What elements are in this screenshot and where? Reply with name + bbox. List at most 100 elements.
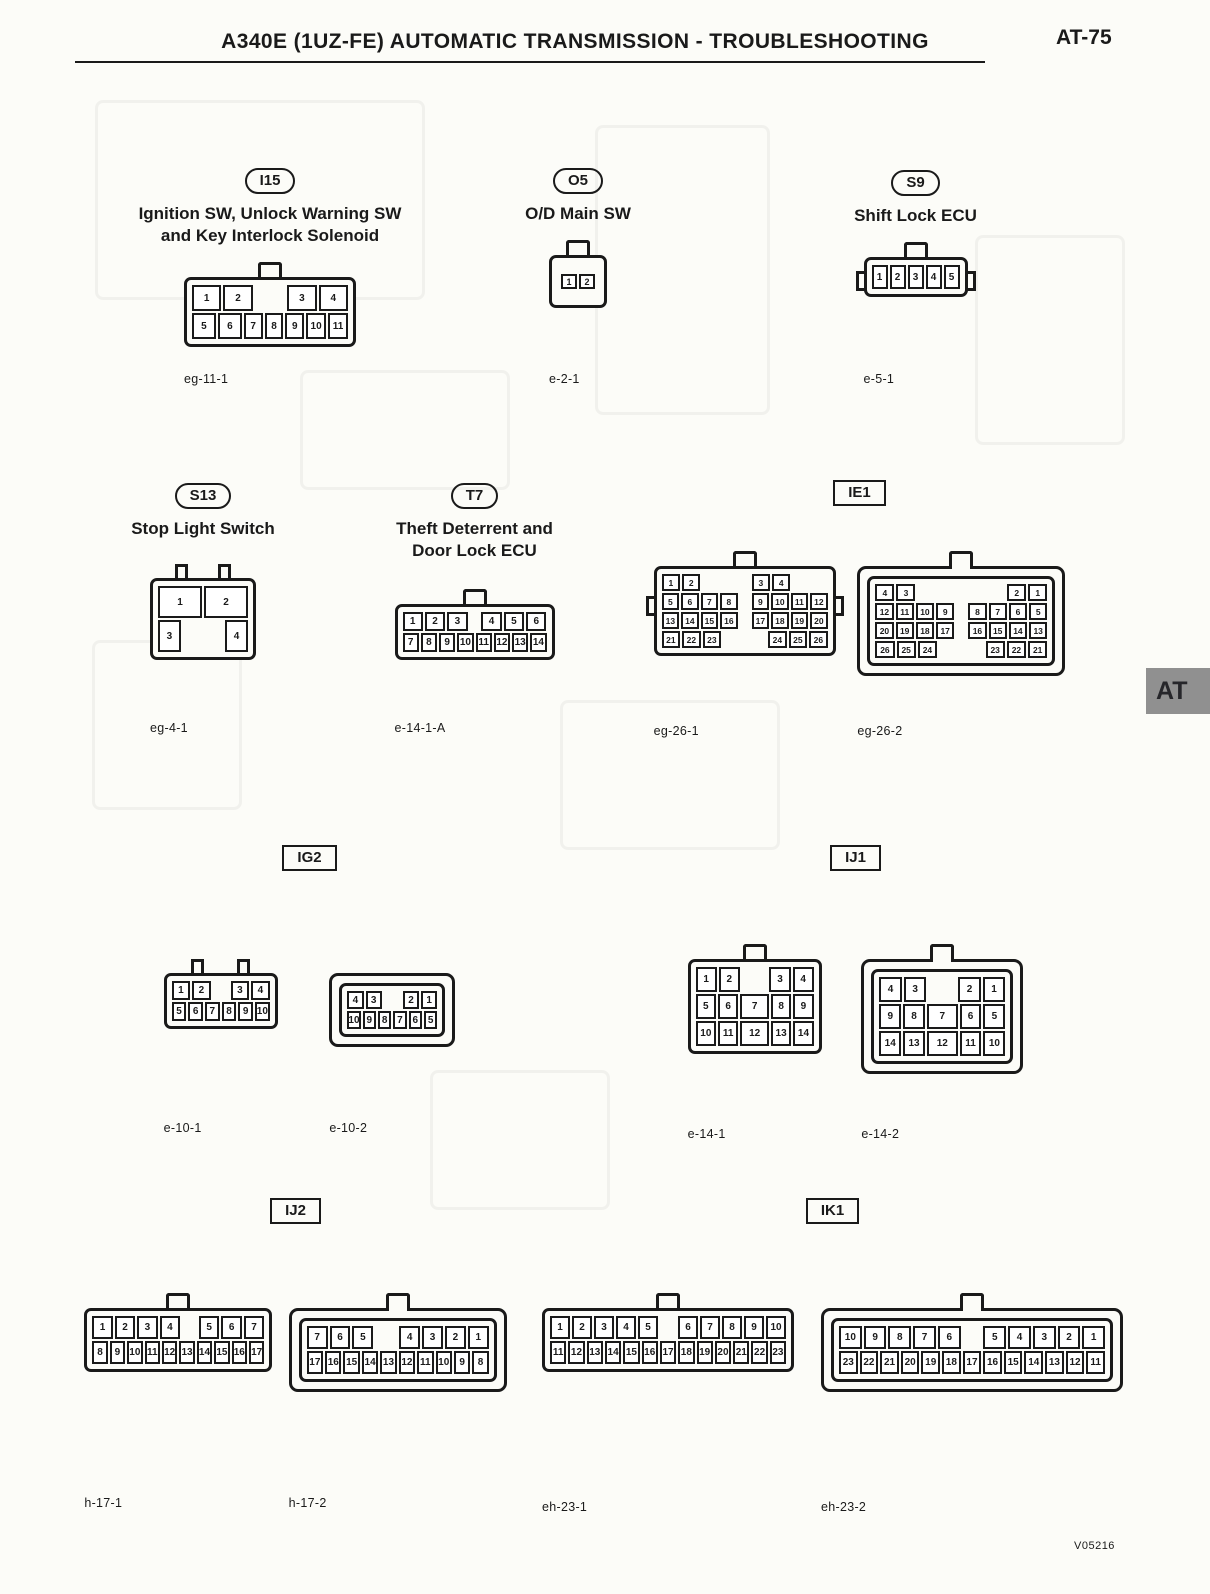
pin-7: 7: [913, 1326, 936, 1349]
connector-latch: [949, 551, 974, 569]
connector-title: Shift Lock ECU: [854, 205, 977, 227]
pin-8: 8: [770, 994, 792, 1019]
pin-gap: [928, 977, 956, 1002]
pin-6: 6: [937, 1326, 961, 1349]
pin-17: 17: [248, 1341, 265, 1364]
connector-latch: [656, 1293, 680, 1311]
connector-caption: e-14-2: [861, 1127, 900, 1141]
pin-2: 2: [572, 1316, 592, 1339]
pin-2: 2: [192, 981, 211, 1000]
pin-11: 11: [1086, 1351, 1105, 1374]
pin-gap: [384, 991, 401, 1009]
pin-8: 8: [377, 1011, 392, 1029]
pin-7: 7: [402, 633, 419, 653]
pin-15: 15: [623, 1341, 640, 1364]
connector-code-badge: S9: [891, 170, 940, 196]
pin-8: 8: [968, 603, 987, 620]
pin-gap: [375, 1326, 397, 1349]
pin-3: 3: [287, 285, 317, 312]
pin-gap: [723, 631, 738, 648]
pin-1: 1: [695, 967, 717, 992]
pin-4: 4: [772, 574, 791, 591]
pin-2: 2: [223, 285, 253, 312]
pin-8: 8: [888, 1326, 912, 1349]
pin-3: 3: [365, 991, 382, 1009]
pin-9: 9: [863, 1326, 887, 1349]
pin-1: 1: [421, 991, 438, 1009]
pin-11: 11: [718, 1021, 739, 1046]
connector-title: O/D Main SW: [525, 203, 631, 225]
pin-3: 3: [751, 574, 771, 591]
pin-18: 18: [678, 1341, 695, 1364]
pin-7: 7: [700, 593, 719, 610]
pin-1: 1: [982, 977, 1006, 1002]
pin-6: 6: [408, 1011, 422, 1029]
pin-5: 5: [983, 1326, 1007, 1349]
connector-prong: [175, 564, 189, 582]
pin-6: 6: [526, 612, 547, 632]
pin-15: 15: [214, 1341, 230, 1364]
pin-11: 11: [895, 603, 914, 620]
pin-10: 10: [435, 1351, 452, 1374]
pin-6: 6: [681, 593, 699, 610]
pin-11: 11: [550, 1341, 567, 1364]
pin-1: 1: [550, 1316, 570, 1339]
pin-12: 12: [568, 1341, 585, 1364]
pin-6: 6: [329, 1326, 351, 1349]
pin-26: 26: [809, 631, 828, 648]
pin-21: 21: [1028, 641, 1048, 658]
pin-2: 2: [1057, 1326, 1081, 1349]
pin-2: 2: [718, 967, 740, 992]
pin-2: 2: [402, 991, 420, 1009]
pin-4: 4: [875, 584, 895, 601]
connector-latch: [742, 944, 767, 962]
pin-15: 15: [1003, 1351, 1023, 1374]
pin-17: 17: [962, 1351, 982, 1374]
pin-22: 22: [1006, 641, 1027, 658]
pin-9: 9: [285, 313, 305, 340]
pin-9: 9: [879, 1004, 902, 1029]
pin-3: 3: [1032, 1326, 1056, 1349]
connector-latch: [566, 240, 590, 259]
pin-23: 23: [839, 1351, 858, 1374]
pin-12: 12: [810, 593, 828, 610]
pin-4: 4: [1008, 1326, 1031, 1349]
pin-1: 1: [192, 285, 222, 312]
pin-12: 12: [161, 1341, 178, 1364]
pin-3: 3: [903, 977, 927, 1002]
pin-23: 23: [985, 641, 1005, 658]
pin-14: 14: [196, 1341, 213, 1364]
